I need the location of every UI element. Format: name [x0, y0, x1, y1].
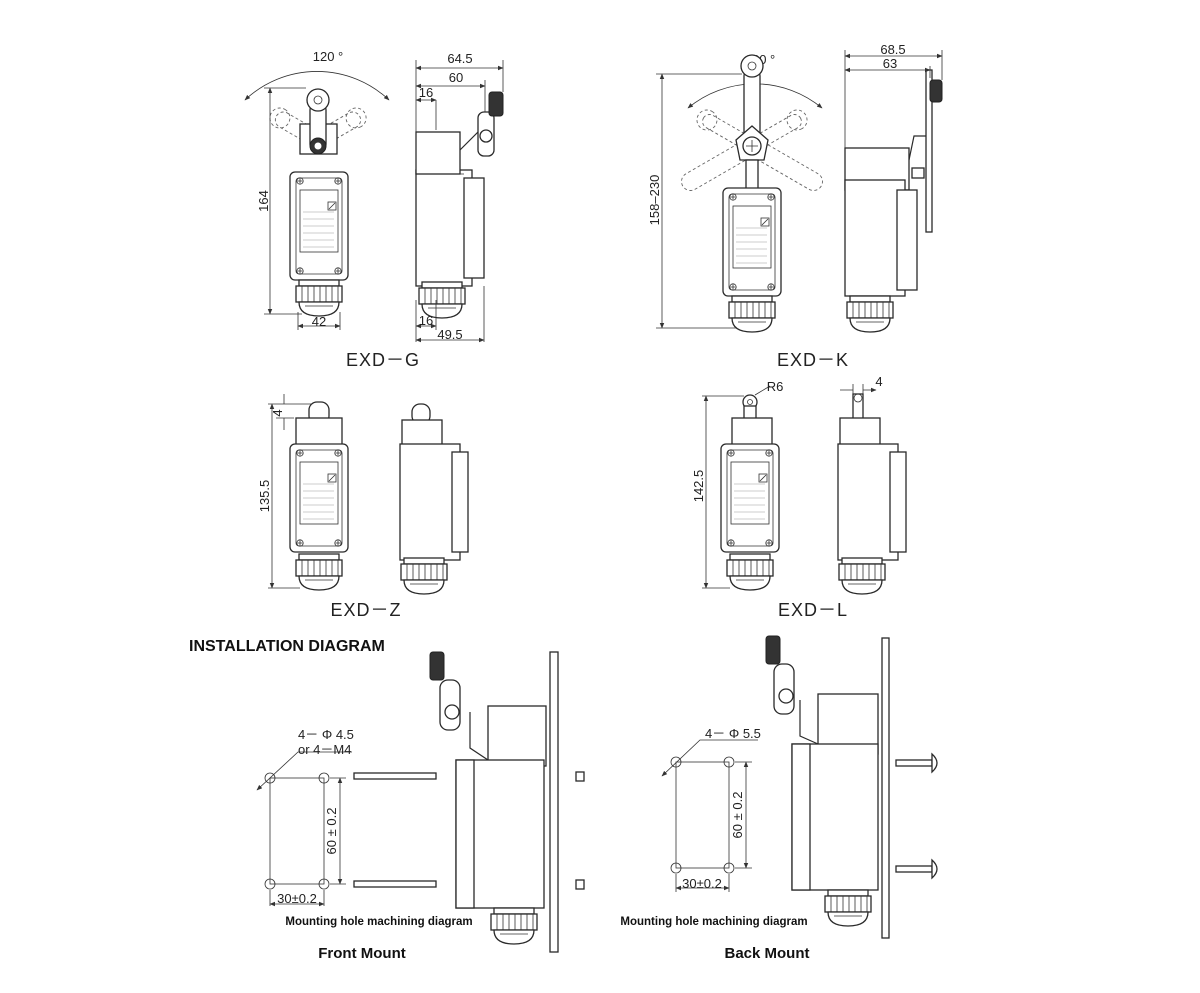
width-1: 68.5: [880, 42, 905, 57]
height-label: 164: [256, 190, 271, 212]
swing-arc: [244, 71, 390, 101]
hole-caption: Mounting hole machining diagram: [285, 916, 472, 928]
model-label: EXD－Z: [330, 600, 401, 620]
depth-label: 49.5: [437, 327, 462, 342]
top-label: 4: [270, 409, 285, 416]
height-label: 135.5: [257, 480, 272, 513]
width-1: 64.5: [447, 51, 472, 66]
bottom-offset-label: 16: [419, 313, 433, 328]
horizontal-spacing: 30±0.2: [277, 891, 317, 906]
model-exd-z: 4 135.5 EXD－Z: [257, 394, 469, 620]
model-exd-l: R6 142.5 EXD－L 4: [691, 374, 907, 620]
vertical-spacing: 60 ± 0.2: [730, 792, 745, 839]
hole-note-1: 4－ Φ 4.5: [298, 727, 354, 742]
back-mount: 4－ Φ 5.5 60 ± 0.2 30±0.2 Mounting hole m…: [620, 635, 938, 962]
model-label: EXD－L: [778, 600, 848, 620]
front-mount: 4－ Φ 4.5 or 4－M4 60 ± 0.2 30±0.2 Mountin…: [256, 651, 585, 962]
model-exd-g: 120 ° 164 42 EXD－G 64.5 60: [244, 49, 504, 370]
vertical-spacing: 60 ± 0.2: [324, 808, 339, 855]
hole-caption: Mounting hole machining diagram: [620, 916, 807, 928]
height-label: 158–230: [647, 175, 662, 226]
model-label: EXD－K: [777, 350, 849, 370]
horizontal-spacing: 30±0.2: [682, 876, 722, 891]
front-mount-label: Front Mount: [318, 945, 405, 962]
width-2: 60: [449, 70, 463, 85]
hole-note: 4－ Φ 5.5: [705, 726, 761, 741]
model-exd-k: 120 ° 158–230 EXD－K 68.5 63: [647, 42, 943, 370]
model-label: EXD－G: [346, 350, 420, 370]
angle-label: 120 °: [313, 49, 344, 64]
hole-note-2: or 4－M4: [298, 742, 351, 757]
top-label: 4: [875, 374, 882, 389]
back-mount-label: Back Mount: [724, 945, 809, 962]
radius-label: R6: [767, 379, 784, 394]
installation-title: INSTALLATION DIAGRAM: [189, 638, 385, 655]
base-label: 42: [312, 314, 326, 329]
height-label: 142.5: [691, 470, 706, 503]
width-2: 63: [883, 56, 897, 71]
offset-label: 16: [419, 85, 433, 100]
